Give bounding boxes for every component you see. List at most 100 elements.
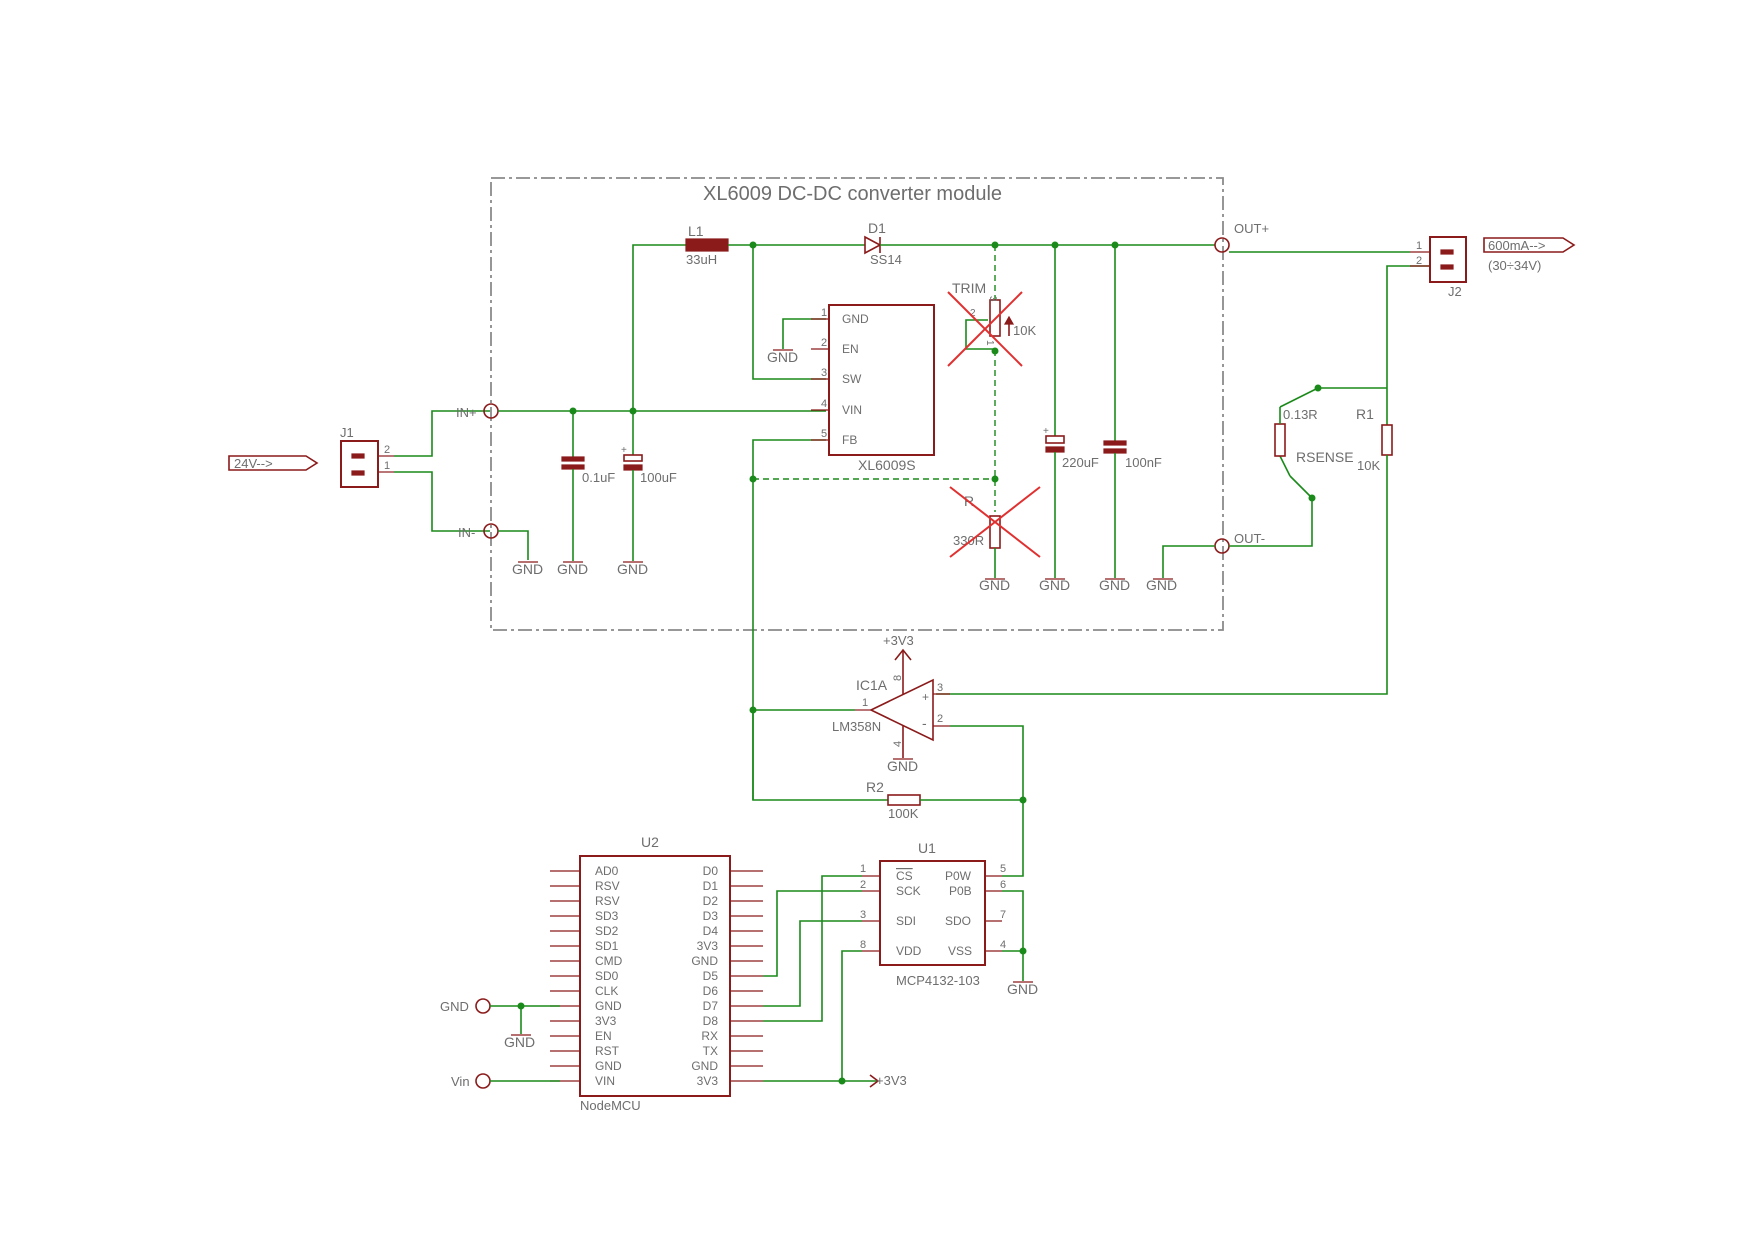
module-title: XL6009 DC-DC converter module (703, 183, 1002, 205)
nodemcu-left-pin-label: RSV (595, 879, 620, 893)
j1-ref: J1 (340, 425, 354, 440)
wire-j1-in-plus (394, 410, 490, 457)
nodemcu-name: NodeMCU (580, 1098, 641, 1113)
nodemcu-right-pin-label: D7 (703, 999, 719, 1013)
nodemcu-left-pin-label: SD3 (595, 909, 619, 923)
mcp-pin-name: P0B (949, 884, 972, 898)
dnp-cross-mark (947, 291, 1023, 367)
output-current-label: 600mA--> (1488, 238, 1545, 253)
j1-contact (351, 453, 365, 459)
opamp-pin-vee: 4 (892, 741, 904, 747)
opamp-minus: - (922, 715, 927, 731)
cap-100uf-value: 100uF (640, 470, 677, 485)
opamp-name: LM358N (832, 719, 881, 734)
gnd-label: GND (512, 561, 543, 577)
nodemcu-right-pin-label: GND (691, 1059, 718, 1073)
capacitor-100uf (623, 454, 643, 462)
gnd-label: GND (1039, 577, 1070, 593)
nodemcu-left-pin-label: AD0 (595, 864, 619, 878)
out-plus-label: OUT+ (1234, 221, 1269, 236)
l1-ref: L1 (688, 223, 704, 239)
wire-fb (752, 439, 826, 800)
diode-d1 (864, 235, 882, 255)
in-minus-label: IN- (458, 525, 475, 540)
nodemcu-right-pin-label: 3V3 (697, 939, 719, 953)
svg-text:+: + (621, 445, 627, 456)
r1-ref: R1 (1356, 406, 1374, 422)
nodemcu-supply-label: +3V3 (876, 1073, 907, 1088)
nodemcu-right-pin-label: GND (691, 954, 718, 968)
gnd-label: GND (1099, 577, 1130, 593)
opamp-pin-out: 1 (862, 697, 868, 709)
d1-value: SS14 (870, 252, 902, 267)
nodemcu-right-pin-label: TX (703, 1044, 718, 1058)
wire-sdi (763, 920, 862, 1007)
capacitor-220uf (1045, 435, 1065, 444)
nodemcu-left-pin-label: VIN (595, 1074, 615, 1088)
mcp-pin-name: VDD (896, 944, 922, 958)
gnd-label: GND (617, 561, 648, 577)
gnd-label: GND (1146, 577, 1177, 593)
inductor-l1 (685, 238, 729, 252)
opamp-pin-noninv: 3 (937, 682, 943, 694)
connector-j2 (1429, 236, 1467, 283)
nodemcu-right-pin-label: D2 (703, 894, 719, 908)
wire-sck (763, 890, 862, 977)
rsense-ref: RSENSE (1296, 449, 1354, 465)
gnd-label: GND (979, 577, 1010, 593)
in-plus-label: IN+ (456, 405, 477, 420)
xl6009-pin-num: 3 (821, 367, 827, 379)
j2-ref: J2 (1448, 284, 1462, 299)
nodemcu-right-pin-label: RX (701, 1029, 718, 1043)
mcp-pin-num: 1 (860, 863, 866, 875)
capacitor-0.1uf (561, 456, 585, 462)
vin-terminal (475, 1073, 491, 1089)
mcp-pin-num: 2 (860, 879, 866, 891)
mcp-pin-name: SDO (945, 914, 971, 928)
gnd-label: GND (1007, 981, 1038, 997)
xl6009-pin-name: SW (842, 372, 862, 386)
wire-j1-in-minus (394, 471, 490, 532)
nodemcu-ref: U2 (641, 834, 659, 850)
cap-0.1uf-value: 0.1uF (582, 470, 615, 485)
nodemcu-left-pin-label: SD1 (595, 939, 619, 953)
j1-pin-2: 2 (384, 444, 390, 456)
mcp-pin-num: 8 (860, 939, 866, 951)
gnd-label: GND (887, 758, 918, 774)
trim-pin: 1 (984, 340, 995, 346)
nodemcu-left-pin-label: CMD (595, 954, 623, 968)
out-plus-terminal (1214, 237, 1230, 253)
nodemcu-left-pin-label: CLK (595, 984, 618, 998)
resistor-rsense (1274, 423, 1286, 457)
trim-potentiometer (989, 299, 1001, 337)
xl6009-pin-num: 2 (821, 337, 827, 349)
r2-ref: R2 (866, 779, 884, 795)
mcp-pin-num: 7 (1000, 909, 1006, 921)
module-frame (490, 177, 1224, 631)
opamp-ref: IC1A (856, 677, 888, 693)
mcp-pin-name: VSS (948, 944, 972, 958)
mcp-pin-name: CS (896, 869, 913, 883)
nodemcu-right-pin-label: D4 (703, 924, 719, 938)
l1-value: 33uH (686, 252, 717, 267)
svg-text:+: + (1043, 426, 1049, 437)
nodemcu-left-pin-label: RSV (595, 894, 620, 908)
resistor-r2 (887, 794, 921, 806)
trim-pin: 3 (987, 296, 998, 302)
nodemcu-left-pin-label: SD2 (595, 924, 619, 938)
dnp-cross-mark (949, 486, 1041, 558)
mcp-pin-num: 3 (860, 909, 866, 921)
j2-pin-2: 2 (1416, 255, 1422, 267)
output-current-flag (1483, 237, 1576, 253)
opamp-pin-vcc: 8 (892, 675, 904, 681)
nodemcu-right-pin-label: D6 (703, 984, 719, 998)
output-voltage-range: (30÷34V) (1488, 258, 1541, 273)
mcp-pin-num: 4 (1000, 939, 1006, 951)
opamp-plus: + (922, 690, 929, 704)
xl6009-pin-num: 5 (821, 428, 827, 440)
cap-220uf-value: 220uF (1062, 455, 1099, 470)
input-voltage-label: 24V--> (234, 456, 273, 471)
mcp-pin-name: SCK (896, 884, 921, 898)
xl6009-pin-name: VIN (842, 403, 862, 417)
